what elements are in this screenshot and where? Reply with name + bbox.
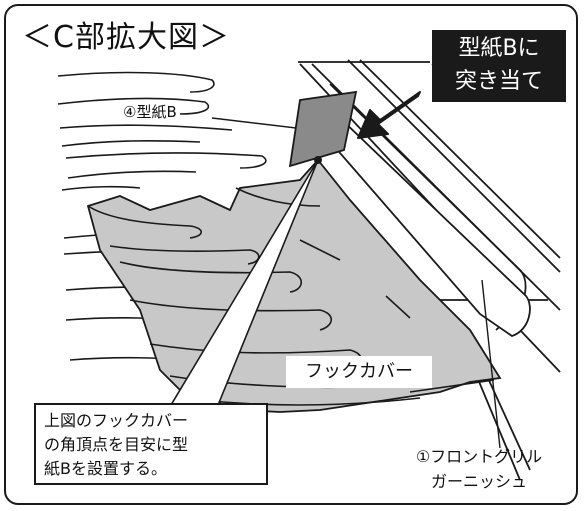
note-line: 紙Bを設置する。 xyxy=(44,459,167,478)
hook-cover-label: フックカバー xyxy=(286,356,432,388)
instruction-note: 上図のフックカバー の角頂点を目安に型 紙Bを設置する。 xyxy=(34,403,268,485)
callout-line: 突き当て xyxy=(454,69,543,94)
note-line: 上図のフックカバー xyxy=(44,411,189,430)
note-line: の角頂点を目安に型 xyxy=(44,435,189,454)
front-grille-label-line: ガーニッシュ xyxy=(430,472,527,491)
front-grille-label-line: ①フロントグリル xyxy=(415,447,543,466)
page-title: ＜C部拡大図＞ xyxy=(22,20,230,55)
push-arrow xyxy=(357,91,421,139)
callout-line: 型紙Bに xyxy=(458,36,540,61)
callout-box: 型紙Bに 突き当て xyxy=(432,30,566,102)
front-grille-label: ①フロントグリル ガーニッシュ xyxy=(394,444,564,494)
template-b-leader xyxy=(211,117,297,129)
front-grille-garnish xyxy=(318,116,531,337)
grille-leader xyxy=(481,279,501,449)
template-b xyxy=(288,90,358,168)
template-b-label: ④型紙B xyxy=(123,103,177,121)
